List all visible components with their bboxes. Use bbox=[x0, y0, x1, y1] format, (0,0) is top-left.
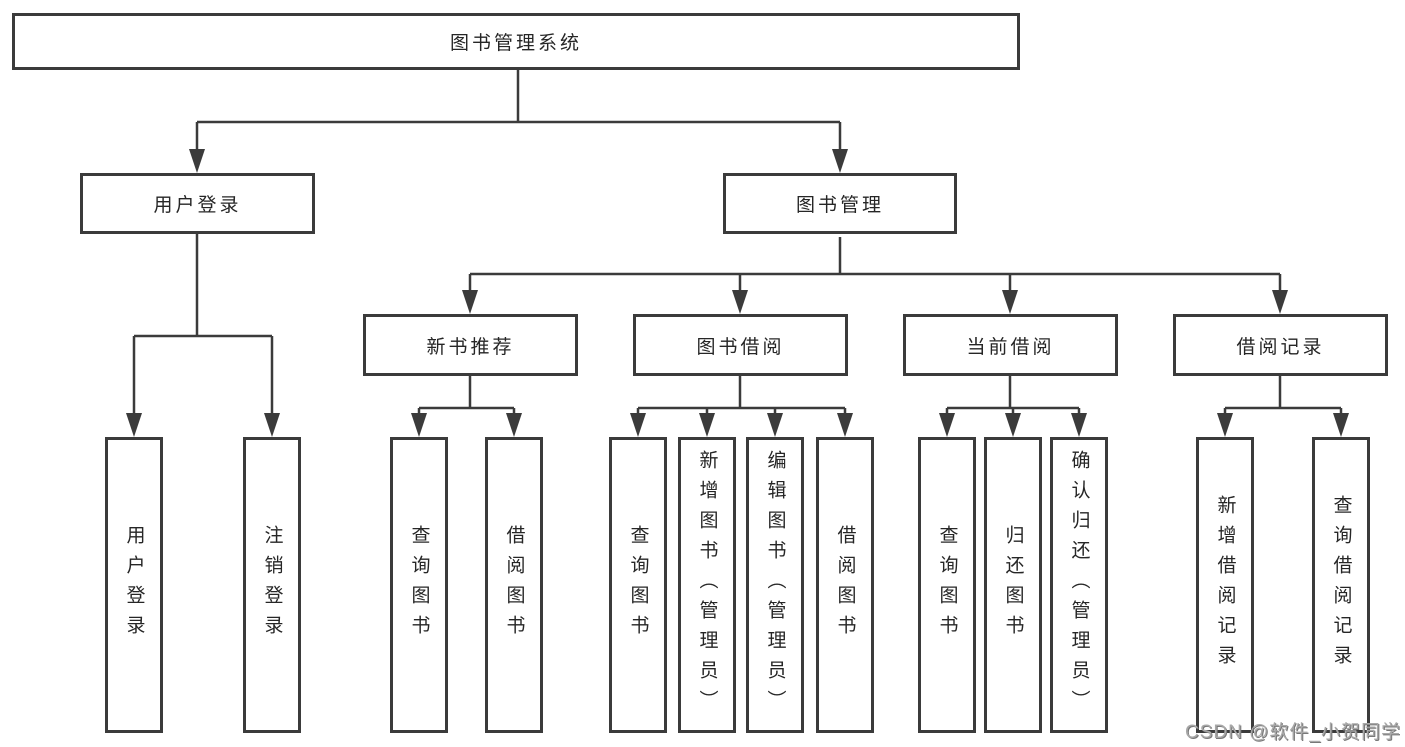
node-leaf-borrow-books-recommend: 借阅图书 bbox=[485, 437, 543, 733]
node-leaf-query-books-borrowing: 查询图书 bbox=[609, 437, 667, 733]
node-leaf-query-books-current: 查询图书 bbox=[918, 437, 976, 733]
node-leaf-user-login: 用户登录 bbox=[105, 437, 163, 733]
node-leaf-query-books-recommend: 查询图书 bbox=[390, 437, 448, 733]
node-new-book-recommend: 新书推荐 bbox=[363, 314, 578, 376]
node-leaf-confirm-return-admin: 确认归还（管理员） bbox=[1050, 437, 1108, 733]
node-leaf-query-borrow-record: 查询借阅记录 bbox=[1312, 437, 1370, 733]
node-borrowing-records: 借阅记录 bbox=[1173, 314, 1388, 376]
node-user-login-group: 用户登录 bbox=[80, 173, 315, 234]
node-book-management: 图书管理 bbox=[723, 173, 957, 234]
node-book-borrowing: 图书借阅 bbox=[633, 314, 848, 376]
node-current-borrowing: 当前借阅 bbox=[903, 314, 1118, 376]
node-leaf-borrow-books: 借阅图书 bbox=[816, 437, 874, 733]
node-leaf-edit-books-admin: 编辑图书（管理员） bbox=[746, 437, 804, 733]
node-leaf-add-borrow-record: 新增借阅记录 bbox=[1196, 437, 1254, 733]
node-library-management-system: 图书管理系统 bbox=[12, 13, 1020, 70]
node-leaf-return-books: 归还图书 bbox=[984, 437, 1042, 733]
node-leaf-add-books-admin: 新增图书（管理员） bbox=[678, 437, 736, 733]
csdn-watermark: CSDN @软件_小贺同学 bbox=[1185, 722, 1401, 743]
node-leaf-logout: 注销登录 bbox=[243, 437, 301, 733]
